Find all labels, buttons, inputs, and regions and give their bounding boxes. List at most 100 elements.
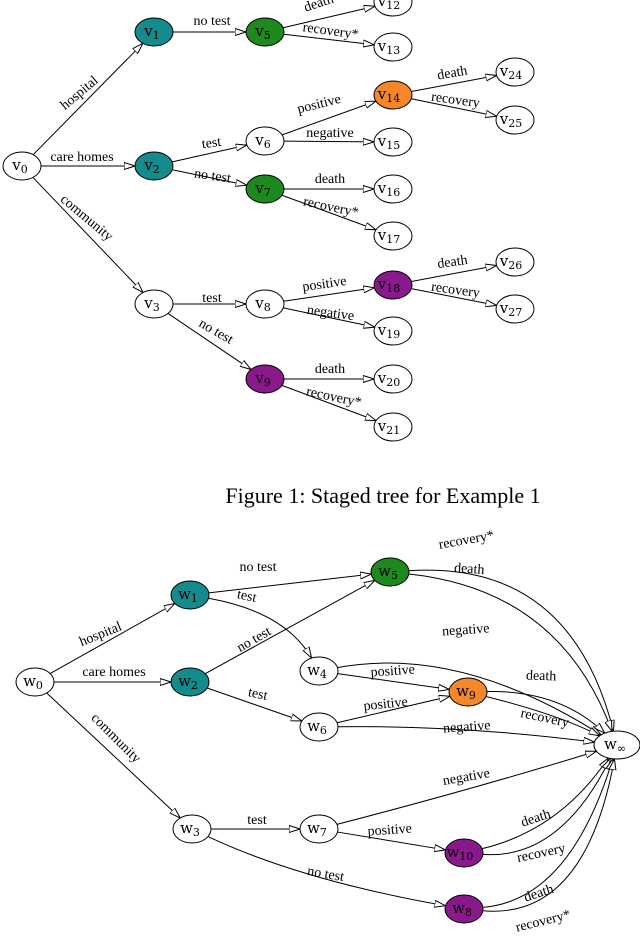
node-v3: v3	[134, 289, 174, 319]
node-v19-label: v19	[377, 321, 400, 341]
node-w3: w3	[172, 814, 212, 844]
node-v9-label: v9	[254, 369, 270, 389]
node-w7-label: w7	[307, 819, 327, 839]
edge-label-v5-v12: death	[302, 0, 335, 15]
edge-label-w1-w4: test	[236, 587, 258, 606]
edge-label-v0-v3: community	[57, 192, 116, 244]
edge-label-v6-v14: positive	[296, 92, 343, 117]
node-v15-shape	[373, 127, 413, 157]
edge-w0-w1	[49, 603, 175, 674]
node-v2-label: v2	[143, 156, 159, 176]
node-w9-shape	[448, 677, 488, 707]
node-v27-label: v27	[499, 299, 522, 319]
node-v18-shape	[373, 270, 413, 300]
node-v6-shape	[245, 126, 285, 156]
edge-label-w1-w5: no test	[240, 560, 277, 575]
edge-label-v18-v26: death	[436, 253, 468, 272]
edge-w4-w9	[337, 673, 450, 690]
node-w1: w1	[170, 580, 210, 610]
node-w3-label: w3	[180, 819, 200, 839]
node-w10: w10	[444, 838, 484, 868]
edge-w5-winf	[408, 569, 614, 731]
edge-label-w5-winf: recovery*	[438, 528, 496, 552]
node-w2: w2	[170, 667, 210, 697]
edge-label-v14-v25: recovery	[430, 90, 481, 112]
edge-label-w3-w8: no test	[306, 864, 345, 885]
edge-label-v9-v20: death	[315, 362, 345, 377]
edge-w2-w6	[207, 687, 302, 721]
node-v5-label: v5	[254, 22, 270, 42]
node-v3-label: v3	[143, 294, 159, 314]
node-w4: w4	[299, 656, 339, 686]
node-w1-shape	[170, 580, 210, 610]
node-v17-shape	[373, 221, 413, 251]
edge-label-w0-w2: care homes	[82, 665, 145, 680]
edge-label-w4-winf: negative	[442, 621, 490, 639]
edge-w1-w5	[208, 574, 371, 594]
node-v27: v27	[495, 294, 535, 324]
edge-v18-v26	[411, 265, 496, 283]
node-w7: w7	[299, 814, 339, 844]
node-v7: v7	[245, 174, 285, 204]
node-v13-shape	[373, 32, 413, 62]
edge-w2-w5	[204, 580, 375, 675]
node-w0: w0	[15, 667, 55, 697]
node-v21-label: v21	[377, 417, 400, 437]
node-w2-shape	[170, 667, 210, 697]
node-v16: v16	[373, 174, 413, 204]
edge-label-v3-v9: no test	[196, 316, 236, 348]
node-w9-label: w9	[456, 682, 476, 702]
node-v12: v12	[373, 0, 413, 17]
edge-label-v1-v5: no test	[194, 14, 231, 29]
edge-w9-winf	[485, 696, 600, 735]
edge-v6-v14	[281, 101, 376, 136]
edge-label-w6-winf: negative	[443, 718, 491, 736]
node-v1: v1	[134, 17, 174, 47]
node-w9: w9	[448, 677, 488, 707]
edge-label-v8-v18: positive	[302, 274, 348, 295]
node-v13: v13	[373, 32, 413, 62]
node-w6-shape	[299, 712, 339, 742]
node-v5: v5	[245, 17, 285, 47]
edge-label-w2-w5: no test	[234, 624, 274, 656]
node-v2-shape	[134, 151, 174, 181]
edge-w1-w4	[208, 597, 311, 658]
edge-v14-v25	[411, 98, 496, 116]
node-v14-label: v14	[377, 85, 400, 105]
edge-v5-v13	[283, 33, 374, 45]
node-w3-shape	[172, 814, 212, 844]
edge-v8-v18	[283, 288, 375, 302]
edge-label-v3-v8: test	[202, 291, 222, 306]
edge-label-w3-w7: test	[247, 813, 267, 828]
node-v16-shape	[373, 174, 413, 204]
node-v8: v8	[245, 289, 285, 319]
node-v21-shape	[373, 412, 413, 442]
edge-v14-v24	[411, 75, 496, 93]
edge-label-v14-v24: death	[436, 64, 468, 84]
edge-label-w4-w9: positive	[370, 662, 415, 680]
node-winf-label: w∞	[604, 735, 626, 755]
node-v26-label: v26	[499, 252, 522, 272]
node-v20-label: v20	[377, 369, 400, 389]
edge-v5-v12	[282, 6, 375, 29]
node-v25-label: v25	[499, 110, 522, 130]
edge-label-w8-winf: death	[522, 882, 555, 906]
node-w2-label: w2	[178, 672, 198, 692]
edge-w0-w3	[46, 692, 180, 818]
edge-label-v7-v16: death	[315, 172, 345, 187]
edge-label-w6-w9: positive	[363, 695, 409, 715]
node-v20-shape	[373, 364, 413, 394]
edge-w5-winf	[408, 573, 612, 731]
node-v16-label: v16	[377, 179, 400, 199]
node-v1-label: v1	[143, 22, 159, 42]
node-v18-label: v18	[377, 275, 400, 295]
edge-label-w5-winf: death	[454, 561, 485, 578]
node-w0-label: w0	[23, 672, 43, 692]
node-v14-shape	[373, 80, 413, 110]
edge-label-w2-w6: test	[247, 685, 269, 704]
node-v19: v19	[373, 316, 413, 346]
node-w5-shape	[370, 557, 410, 587]
